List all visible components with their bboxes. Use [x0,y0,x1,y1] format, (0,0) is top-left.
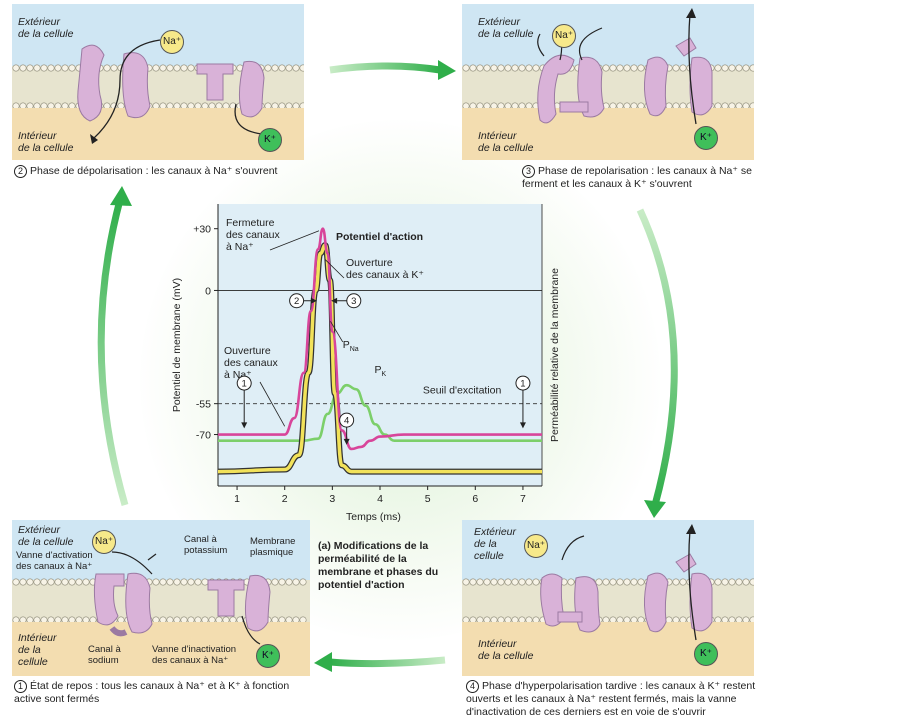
phase-marker-label: 3 [351,296,356,307]
inactivation-gate-label: Vanne d'inactivation des canaux à Na⁺ [152,644,237,666]
chart-svg: Seuil d'excitation 1 2 3 4 5 6 7 +30 0 -55 -70 Poten… [171,204,561,505]
p-na-line [217,243,542,474]
sodium-ion-icon: Na⁺ [160,30,184,54]
x-tick-label: 7 [520,493,526,505]
pointer-p-na [330,321,344,343]
outside-label: Extérieur de la cellule [478,16,534,40]
x-tick-label: 5 [425,493,431,505]
outside-label: Extérieur de la cellule [18,16,74,40]
panel-resting-state: Extérieur de la cellule Intérieur de la … [12,520,310,676]
action-potential-chart: Seuil d'excitation 1 2 3 4 5 6 7 +30 0 -55 -70 Poten… [160,198,580,528]
x-tick-label: 3 [329,493,335,505]
inside-label: Intérieur de la cellule [478,638,534,662]
pointer-na-open [259,381,286,427]
x-tick-label: 2 [282,493,288,505]
potassium-ion-icon: K⁺ [258,128,282,152]
phase-marker-arrowhead [519,422,526,429]
inside-label: Intérieur de la cellule [478,130,534,154]
x-axis-label: Temps (ms) [346,511,401,523]
panel-repolarization: Extérieur de la cellule Intérieur de la … [462,4,754,160]
sodium-channel-label: Canal à sodium [88,644,121,666]
phase-marker-label: 1 [520,379,525,390]
x-tick-label: 6 [472,493,478,505]
phase-marker-label: 4 [344,416,349,427]
sodium-ion-icon: Na⁺ [552,24,576,48]
y-tick-label: +30 [193,224,211,236]
outside-label: Extérieur de la cellule [474,526,517,562]
phase-marker-arrowhead [241,422,248,429]
activation-gate-label: Vanne d'activation des canaux à Na⁺ [16,550,93,572]
arrow-2-head [310,297,317,304]
pointer-na-close [269,230,320,251]
arrow-3-head [331,297,338,304]
p-k-line [218,383,542,443]
figure-text: Modifications de la perméabilité de la m… [318,540,439,591]
panel-hyperpolarization: Extérieur de la cellule Intérieur de la … [462,520,754,676]
x-tick-label: 1 [234,493,240,505]
annotation-action-potential: Potentiel d'action [336,231,423,243]
panel-depolarization: Extérieur de la cellule Intérieur de la … [12,4,304,160]
potassium-channel-label: Canal à potassium [184,534,228,556]
potassium-ion-icon: K⁺ [694,126,718,150]
y-tick-label: 0 [205,285,211,297]
membrane-diagram-p2 [12,4,304,160]
figure-caption: (a) Modifications de la perméabilité de … [318,540,458,592]
phase-marker-arrowhead [343,438,350,445]
sodium-ion-icon: Na⁺ [92,530,116,554]
membrane-diagram-p4 [462,520,754,676]
inside-label: Intérieur de la cellule [18,130,74,154]
action-potential-line [218,227,542,451]
membrane-label: Membrane plasmique [250,536,296,558]
potassium-ion-icon: K⁺ [694,642,718,666]
threshold-label: Seuil d'excitation [423,385,502,397]
x-tick-label: 4 [377,493,383,505]
pointer-k-open [324,259,345,279]
phase-number-1: 1 [14,680,27,693]
phase-marker-3 [346,293,362,309]
phase-marker-label: 1 [242,379,247,390]
phase-number-2: 2 [14,165,27,178]
plot-background [218,204,542,486]
sodium-ion-icon: Na⁺ [524,534,548,558]
y-tick-label: -55 [196,399,211,411]
y-axis-label: Potentiel de membrane (mV) [171,278,183,412]
phase-number-4: 4 [466,680,479,693]
y-axis-right-label: Perméabilité relative de la membrane [549,268,561,442]
phase-number-3: 3 [522,165,535,178]
outside-label: Extérieur de la cellule [18,524,74,548]
figure-letter: (a) [318,540,331,552]
phase-marker-label: 2 [294,296,299,307]
potassium-ion-icon: K⁺ [256,644,280,668]
inside-label: Intérieur de la cellule [18,632,57,668]
y-tick-label: -70 [196,430,211,442]
membrane-diagram-p1 [12,520,310,676]
